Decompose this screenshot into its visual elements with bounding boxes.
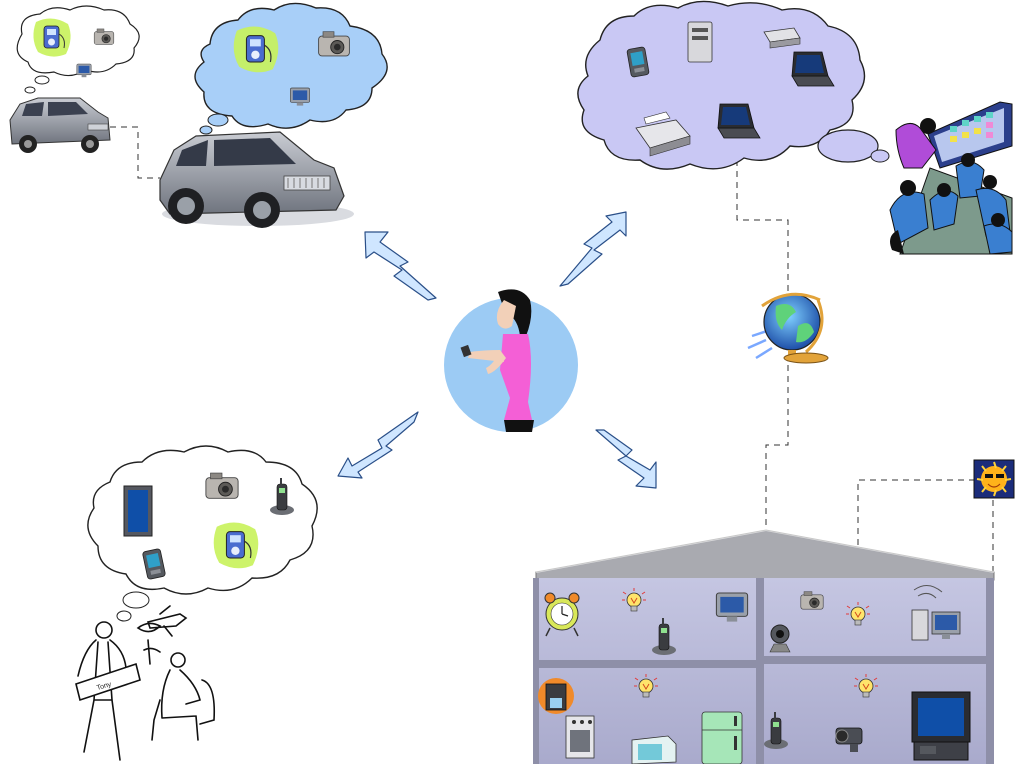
monitor-icon: [76, 63, 92, 78]
office-cluster: [577, 0, 1013, 255]
office-to-globe-line: [736, 160, 789, 292]
office-cloud: [577, 0, 890, 170]
small-car-icon: [9, 97, 111, 153]
home-cluster: [533, 528, 995, 764]
room-kitchen: [538, 673, 743, 764]
printer-icon: [635, 111, 691, 157]
small-car-cloud: [16, 5, 140, 94]
coffee-maker-icon: [538, 678, 574, 714]
sun-icon: [973, 459, 1015, 499]
woman-with-mobile-icon: [460, 289, 534, 432]
car-cluster: [9, 2, 388, 228]
large-car-icon: [159, 131, 354, 228]
music-player-icon: [233, 25, 279, 73]
travel-cloud: [87, 445, 318, 622]
alarm-clock-icon: [544, 592, 580, 637]
meeting-people-icon: [889, 101, 1013, 255]
car-link-line: [110, 126, 160, 179]
music-player-icon: [32, 17, 72, 58]
center-user[interactable]: [444, 289, 578, 432]
desktop-tower-icon: [687, 21, 713, 63]
large-car-cloud: [194, 2, 388, 135]
traveler-sign-text: Tony: [96, 681, 113, 692]
bolt-to-travel: [337, 411, 419, 479]
house-roof: [535, 529, 995, 581]
room-living: [763, 673, 971, 761]
flat-tv-icon: [123, 485, 153, 537]
globe-to-home-line: [765, 365, 789, 528]
scanner-icon: [763, 27, 801, 49]
big-tv-icon: [911, 691, 971, 761]
webcam-icon: [769, 624, 791, 653]
sun-to-study-line: [857, 479, 975, 598]
travel-cluster: Tony: [75, 445, 318, 761]
stove-icon: [565, 715, 595, 759]
bolt-to-office: [559, 211, 627, 287]
room-bedroom: [544, 587, 749, 656]
wireless-bolts: [337, 211, 657, 489]
globe-icon: [747, 292, 829, 364]
microwave-icon: [631, 735, 677, 764]
room-study: [769, 585, 961, 653]
bolt-to-home: [595, 429, 657, 489]
music-player-icon: [213, 521, 259, 569]
bolt-to-car: [364, 231, 437, 301]
desktop-computer-icon: [911, 585, 961, 641]
traveler-sketch-icon: Tony: [75, 605, 216, 761]
camcorder-icon: [835, 727, 863, 752]
refrigerator-icon: [701, 711, 743, 764]
